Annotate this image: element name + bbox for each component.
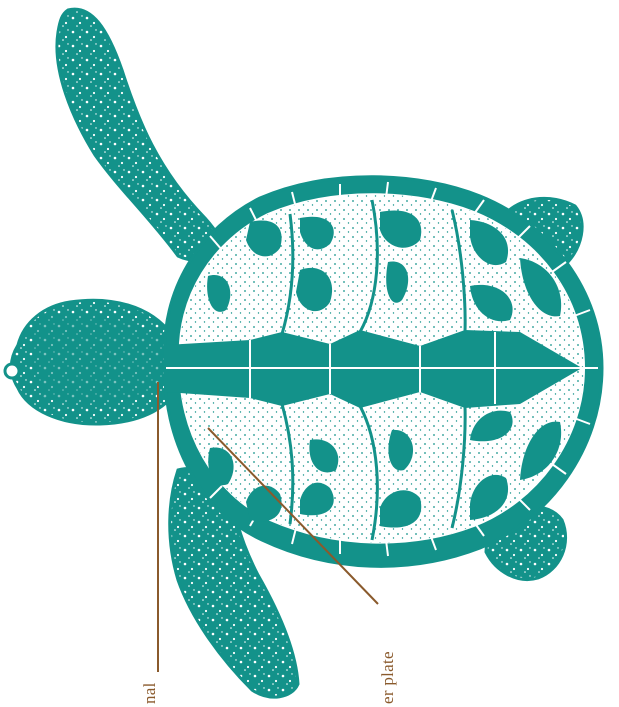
front-left-flipper	[57, 9, 226, 260]
label-right: er plate	[378, 651, 398, 704]
nostril	[5, 364, 19, 378]
label-left: nal	[140, 682, 160, 704]
